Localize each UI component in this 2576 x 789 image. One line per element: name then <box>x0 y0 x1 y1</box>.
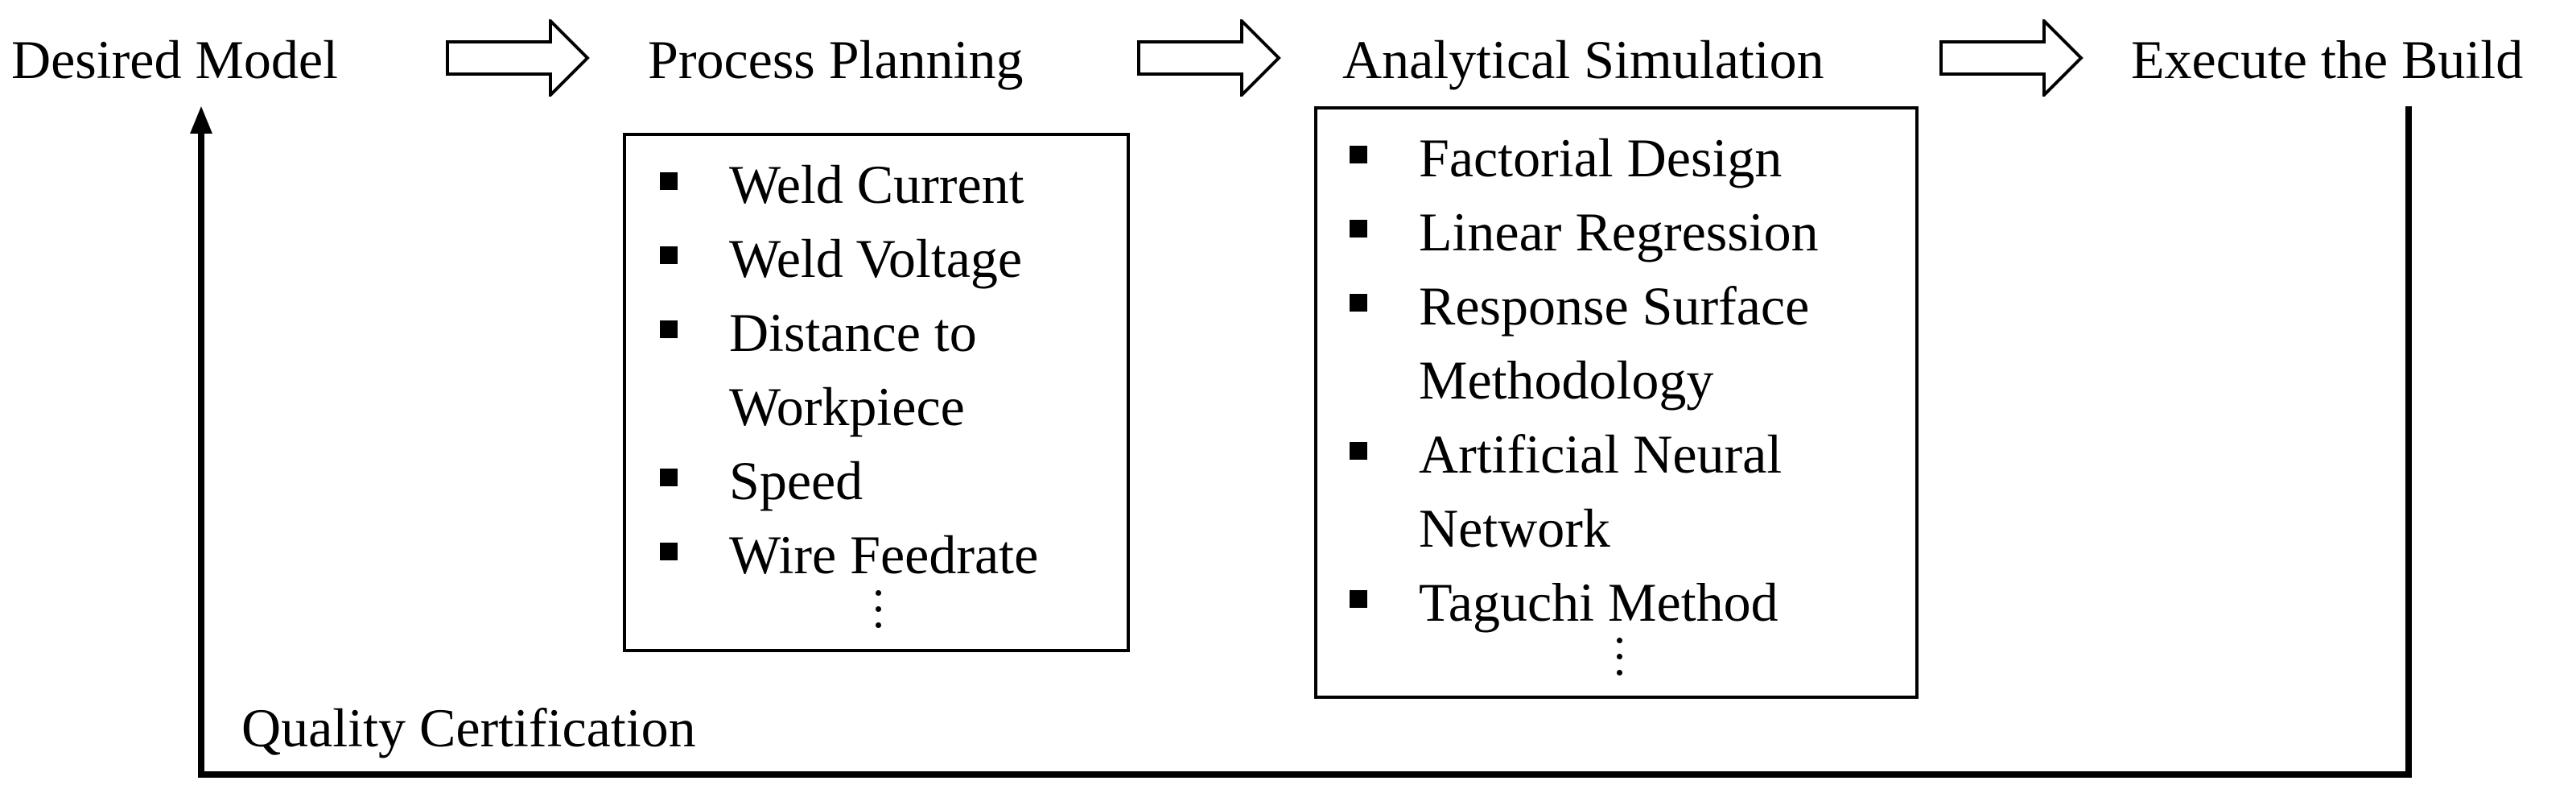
list-item: Factorial Design <box>1350 121 1819 195</box>
list-item-label: Taguchi Method <box>1419 572 1778 633</box>
square-bullet-icon <box>660 543 678 560</box>
analytical-simulation-box: Factorial Design Linear Regression Respo… <box>1314 106 1919 699</box>
list-item: Weld Voltage <box>660 221 1038 295</box>
square-bullet-icon <box>1350 590 1367 608</box>
hollow-right-arrow-icon <box>446 19 590 97</box>
stage-process-planning: Process Planning <box>648 29 1024 90</box>
hollow-right-arrow-icon <box>1939 19 2083 97</box>
list-item-label: Linear Regression <box>1419 201 1819 262</box>
square-bullet-icon <box>660 246 678 264</box>
list-item: Distance to Workpiece <box>660 295 1038 444</box>
hollow-right-arrow-icon <box>1137 19 1281 97</box>
list-item: Taguchi Method <box>1350 565 1819 639</box>
list-item-label: Response Surface Methodology <box>1419 275 1810 411</box>
square-bullet-icon <box>1350 220 1367 238</box>
square-bullet-icon <box>660 469 678 486</box>
list-item: Weld Current <box>660 147 1038 221</box>
stage-desired-model: Desired Model <box>11 29 339 90</box>
square-bullet-icon <box>660 172 678 190</box>
list-item-label: Speed <box>729 450 863 511</box>
process-planning-box: Weld Current Weld Voltage Distance to Wo… <box>623 133 1130 652</box>
list-item-label: Artificial Neural Network <box>1419 423 1783 559</box>
feedback-loop-line <box>198 106 2412 778</box>
list-item-label: Weld Voltage <box>729 228 1023 289</box>
simulation-method-list: Factorial Design Linear Regression Respo… <box>1350 121 1819 639</box>
list-item: Artificial Neural Network <box>1350 417 1819 565</box>
square-bullet-icon <box>1350 146 1367 163</box>
vertical-ellipsis-icon <box>1617 638 1625 686</box>
list-item: Linear Regression <box>1350 195 1819 269</box>
square-bullet-icon <box>660 320 678 338</box>
list-item: Response Surface Methodology <box>1350 269 1819 417</box>
up-arrowhead-icon <box>190 106 212 134</box>
stage-analytical-simulation: Analytical Simulation <box>1342 29 1824 90</box>
list-item-label: Factorial Design <box>1419 127 1783 188</box>
list-item: Speed <box>660 444 1038 518</box>
list-item-label: Wire Feedrate <box>729 524 1039 585</box>
vertical-ellipsis-icon <box>876 590 884 638</box>
list-item-label: Weld Current <box>729 154 1024 215</box>
list-item: Wire Feedrate <box>660 518 1039 592</box>
list-item-label: Distance to Workpiece <box>729 302 977 437</box>
process-parameter-list: Weld Current Weld Voltage Distance to Wo… <box>660 147 1039 592</box>
stage-execute-build: Execute the Build <box>2131 29 2524 90</box>
square-bullet-icon <box>1350 294 1367 312</box>
square-bullet-icon <box>1350 442 1367 460</box>
feedback-label: Quality Certification <box>241 697 696 758</box>
